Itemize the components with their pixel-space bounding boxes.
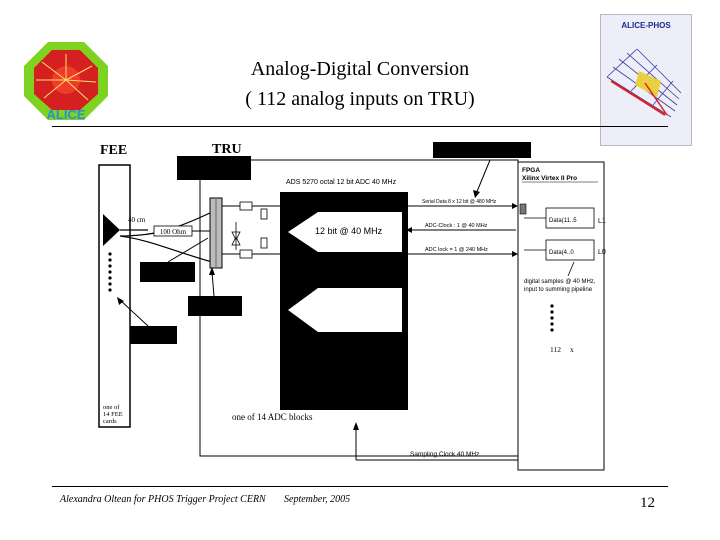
slide-title-line1: Analog-Digital Conversion <box>250 58 470 80</box>
fpga-annotation-box <box>433 142 531 158</box>
alice-logo-text: ALICE <box>47 107 86 122</box>
l0-output-label: L0 <box>598 249 606 256</box>
digital-samples-label-2: input to summing pipeline <box>524 287 593 293</box>
serial-data-label: Serial Data 8 x 12 bit @ 480 MHz <box>422 199 497 205</box>
phos-detector-icon <box>606 48 682 118</box>
alice-phos-logo: ALICE-PHOS <box>600 14 692 146</box>
annotation-box-3 <box>127 326 177 344</box>
alice-octagon-icon: ALICE <box>24 42 108 122</box>
fee-card <box>98 164 131 428</box>
alice-phos-logo-text: ALICE-PHOS <box>621 21 671 30</box>
footer-divider <box>52 486 668 487</box>
fee-card-note-2: 14 FEE <box>103 411 123 418</box>
data-l0-label: Data(4..0 <box>549 250 574 256</box>
slide-title: Analog-Digital Conversion ( 112 analog i… <box>160 54 560 114</box>
sampling-clock-label: Sampling Clock 40 MHz <box>410 451 479 458</box>
footer-date: September, 2005 <box>284 494 351 505</box>
adc-lock-label: ADC lock = 1 @ 240 MHz <box>425 247 488 253</box>
channel-count-x-label: x <box>570 345 574 354</box>
slide-title-line2: ( 112 analog inputs on TRU) <box>245 88 475 110</box>
tru-label: TRU <box>212 142 242 157</box>
fee-label: FEE <box>100 143 127 158</box>
fee-card-note-3: cards <box>103 418 117 425</box>
fpga-channel-dots <box>550 304 554 332</box>
digital-samples-label-1: digital samples @ 40 MHz, <box>524 279 596 285</box>
footer-author: Alexandra Oltean for PHOS Trigger Projec… <box>60 494 266 505</box>
adc-header-label: ADS 5270 octal 12 bit ADC 40 MHz <box>286 179 397 186</box>
header-divider <box>52 126 668 127</box>
adc-symbol-2 <box>288 288 402 332</box>
channel-count-label: 112 <box>550 345 561 354</box>
data-l1-label: Data(11..5 <box>549 218 577 224</box>
l1-output-label: L1 <box>598 218 606 225</box>
adc-symbol-1 <box>288 212 402 252</box>
adc-bits-label: 12 bit @ 40 MHz <box>315 226 383 236</box>
adc-clock-label: ADC-Clock : 1 @ 40 MHz <box>425 223 488 229</box>
page-number: 12 <box>640 495 655 511</box>
cable-length-label: 40 cm <box>128 216 146 224</box>
alice-logo: ALICE <box>22 40 110 122</box>
annotation-box-1 <box>140 262 195 282</box>
resistor-label: 100 Ohm <box>160 228 187 236</box>
annotation-box-2 <box>188 296 242 316</box>
adc-block-count-label: one of 14 ADC blocks <box>232 412 313 422</box>
fpga-model-label: Xilinx Virtex II Pro <box>522 175 577 182</box>
fpga-label: FPGA <box>522 167 540 174</box>
fee-channel-dots <box>108 252 112 292</box>
fee-driver-triangle <box>103 214 120 246</box>
fee-card-note-1: one of <box>103 404 120 411</box>
